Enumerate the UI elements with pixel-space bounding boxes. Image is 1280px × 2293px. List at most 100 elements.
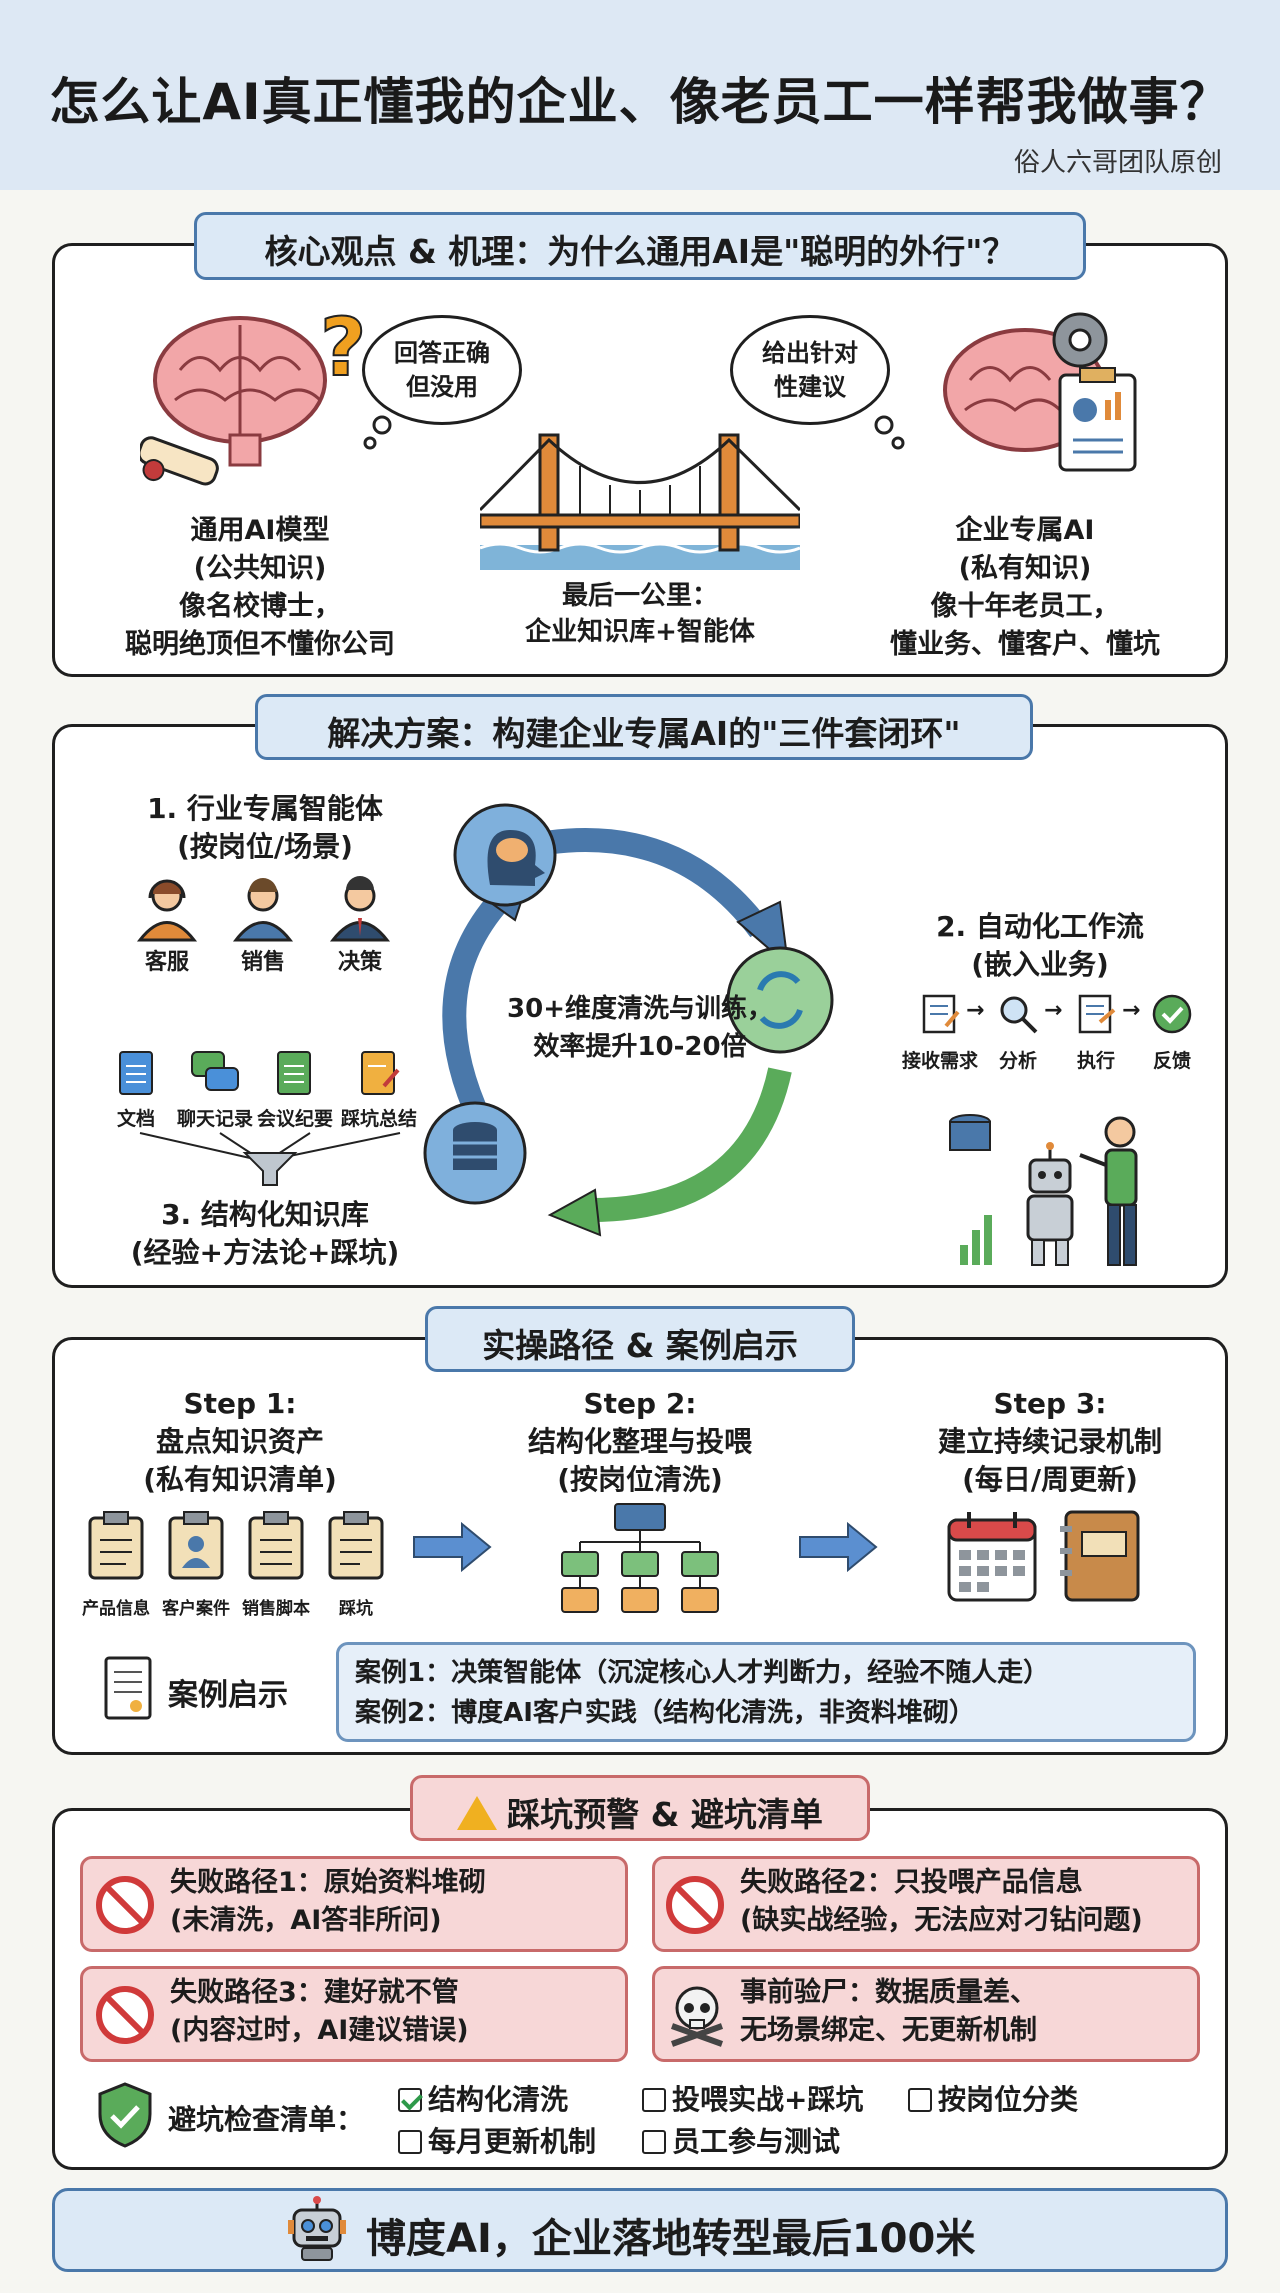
workflow-title: 2. 自动化工作流 [936,910,1144,943]
thought-bubble-left: 回答正确 但没用 [362,315,522,425]
workflow-step-feedback: 反馈 [1152,1050,1191,1072]
premortem-line1: 事前验尸：数据质量差、 [740,1977,1037,2008]
svg-text:?: ? [320,301,366,394]
bubble-right-line2: 性建议 [774,373,846,401]
page-title: 怎么让AI真正懂我的企业、像老员工一样帮我做事？ [49,73,1231,131]
agent-sub: (按岗位/场景) [177,830,353,863]
checkbox-unchecked-icon[interactable] [642,2088,666,2112]
checklist-item-3[interactable]: 按岗位分类 [908,2078,1078,2118]
fail-path-2-line1: 失败路径2：只投喂产品信息 [740,1867,1083,1898]
brain-question-icon: ? [140,300,367,486]
asset-label-script: 销售脚本 [242,1599,310,1619]
role-label-service: 客服 [144,950,189,975]
funnel-icon [139,1132,401,1186]
enterprise-ai-desc2: 懂业务、懂客户、懂坑 [890,629,1160,660]
case-box: 案例1：决策智能体（沉淀核心人才判断力，经验不随人走） 案例2：博度AI客户实践… [336,1642,1196,1742]
fail-path-1-line1: 失败路径1：原始资料堆砌 [170,1867,486,1898]
section-pitfall-title: 踩坑预警 & 避坑清单 [410,1775,870,1841]
general-ai-desc2: 聪明绝顶但不懂你公司 [125,629,395,660]
source-label-pitfall: 踩坑总结 [340,1108,417,1130]
prohibited-icon-3 [96,1986,154,2044]
fail-path-3-line1: 失败路径3：建好就不管 [170,1977,459,2008]
fail-path-1-box [80,1856,628,1952]
workflow-arrow-2: → [1044,998,1063,1023]
bubble-left-line1: 回答正确 [394,339,490,367]
kb-title: 3. 结构化知识库 [161,1198,369,1231]
step2-sub: (按岗位清洗) [557,1463,723,1496]
fail-path-2-box [652,1856,1200,1952]
calendar-icon [947,1512,1037,1602]
arrow-right-icon-1 [413,1522,492,1572]
step2-heading: Step 2: 结构化整理与投喂 (按岗位清洗) [490,1385,790,1499]
customer-service-person-icon [136,879,198,942]
step3-title: 建立持续记录机制 [937,1425,1162,1458]
case-document-icon [104,1656,152,1720]
meeting-notes-icon [277,1051,311,1095]
document-icon [119,1051,153,1095]
org-chart-icon [561,1503,719,1613]
section-core-title: 核心观点 & 机理：为什么通用AI是"聪明的外行"？ [194,212,1086,280]
source-label-meeting: 会议纪要 [256,1108,333,1130]
checkbox-checked-icon[interactable] [398,2088,422,2112]
bridge-caption: 最后一公里： 企业知识库+智能体 [480,578,800,650]
step1-label: Step 1: [183,1387,297,1420]
agent-title: 1. 行业专属智能体 [147,792,383,825]
asset-label-product: 产品信息 [82,1599,150,1619]
bubble-left-line2: 但没用 [406,373,478,401]
workflow-heading: 2. 自动化工作流 (嵌入业务) [890,908,1190,984]
footer-text: 博度AI，企业落地转型最后100米 [366,2216,976,2262]
footer-banner [52,2188,1228,2272]
general-ai-desc1: 像名校博士， [179,591,341,622]
notebook-icon [1060,1510,1140,1602]
checkbox-unchecked-icon[interactable] [642,2130,666,2154]
step1-heading: Step 1: 盘点知识资产 (私有知识清单) [95,1385,385,1499]
loop-center-text: 30+维度清洗与训练， 效率提升10-20倍 [490,990,790,1066]
checkbox-unchecked-icon[interactable] [398,2130,422,2154]
general-ai-sub: (公共知识) [193,553,327,584]
clipboard-script-icon [248,1511,304,1580]
role-label-sales: 销售 [240,950,285,975]
step3-label: Step 3: [993,1387,1107,1420]
bridge-icon [480,433,800,570]
skull-crossbones-icon [670,1986,724,2047]
checklist-item-2[interactable]: 投喂实战+踩坑 [642,2078,863,2118]
asset-label-case: 客户案件 [162,1599,230,1619]
analyze-magnifier-icon [1000,996,1038,1034]
checklist-item-2-text: 投喂实战+踩坑 [672,2083,864,2116]
fail-path-2-text: 失败路径2：只投喂产品信息 (缺实战经验，无法应对刁钻问题) [740,1864,1143,1940]
closed-loop-cycle [423,803,834,1237]
checklist-label: 避坑检查清单： [168,2103,365,2136]
feedback-check-icon [1152,994,1192,1034]
thought-bubble-right: 给出针对 性建议 [730,315,890,425]
bubble-right-tail [874,415,905,450]
robot-person-analytics-illustration [949,1114,1138,1266]
agent-heading: 1. 行业专属智能体 (按岗位/场景) [110,790,420,866]
step1-sub: (私有知识清单) [143,1463,337,1496]
loop-center-line1: 30+维度清洗与训练， [507,994,773,1024]
checklist-item-1-text: 结构化清洗 [428,2083,569,2116]
checklist-item-1[interactable]: 结构化清洗 [398,2078,568,2118]
author-credit: 俗人六哥团队原创 [1013,148,1222,178]
execute-doc-icon [1078,994,1116,1034]
role-label-decision: 决策 [337,950,382,975]
checklist-item-4[interactable]: 每月更新机制 [398,2120,596,2160]
decision-person-icon [329,876,391,942]
clipboard-case-icon [168,1511,224,1580]
pitfall-title-text: 踩坑预警 & 避坑清单 [507,1795,823,1834]
arrow-right-icon-2 [799,1522,878,1572]
checklist-item-5-text: 员工参与测试 [672,2125,841,2158]
bridge-line1: 最后一公里： [561,581,718,611]
chat-icon [191,1051,239,1091]
sales-person-icon [232,878,294,942]
checklist-item-4-text: 每月更新机制 [428,2125,597,2158]
header-banner [0,0,1280,190]
fail-path-3-box [80,1966,628,2062]
workflow-arrow-1: → [966,998,985,1023]
bridge-line2: 企业知识库+智能体 [525,617,755,647]
general-ai-name: 通用AI模型 [190,515,330,546]
checkbox-unchecked-icon[interactable] [908,2088,932,2112]
asset-label-pitfall: 踩坑 [339,1599,373,1619]
shield-check-icon [98,2082,152,2148]
workflow-step-analyze: 分析 [998,1050,1037,1072]
checklist-item-5[interactable]: 员工参与测试 [642,2120,840,2160]
